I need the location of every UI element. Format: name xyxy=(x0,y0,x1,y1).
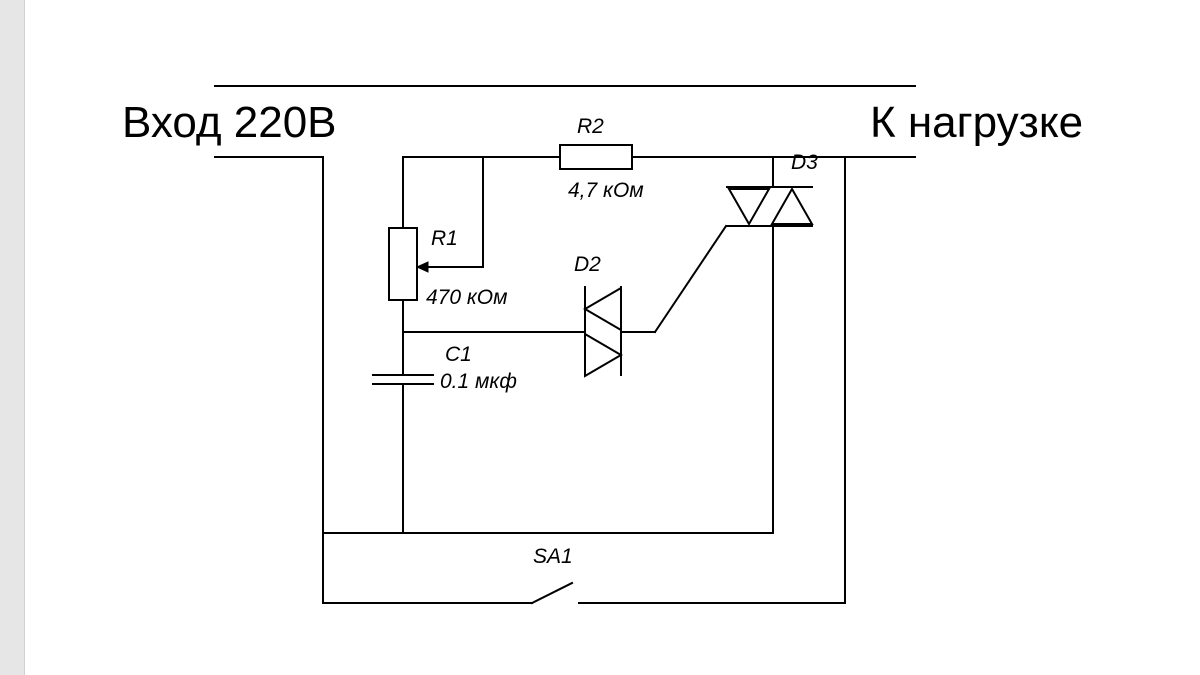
sa1-designator: SA1 xyxy=(533,545,573,568)
r1-value: 470 кОм xyxy=(426,286,508,309)
d3-triac-left-icon xyxy=(727,188,771,227)
d2-diode-lower-icon xyxy=(584,332,623,378)
d2-designator: D2 xyxy=(574,253,601,276)
r2-value: 4,7 кОм xyxy=(568,179,644,202)
d2-diode-upper-icon xyxy=(583,286,622,332)
d3-designator: D3 xyxy=(791,151,818,174)
page-edge xyxy=(0,0,25,675)
r2-resistor xyxy=(559,144,633,170)
c1-designator: C1 xyxy=(445,343,472,366)
sa1-switch-lever xyxy=(530,581,574,605)
gate-wire xyxy=(653,224,728,334)
output-label: К нагрузке xyxy=(870,98,1083,147)
input-label: Вход 220В xyxy=(122,98,337,147)
d3-triac-right-icon xyxy=(770,186,814,225)
r1-wiper-arrow-icon xyxy=(415,261,429,273)
c1-value: 0.1 мкф xyxy=(440,370,517,393)
r1-potentiometer xyxy=(388,227,418,301)
r1-designator: R1 xyxy=(431,227,458,250)
r2-designator: R2 xyxy=(577,115,604,138)
